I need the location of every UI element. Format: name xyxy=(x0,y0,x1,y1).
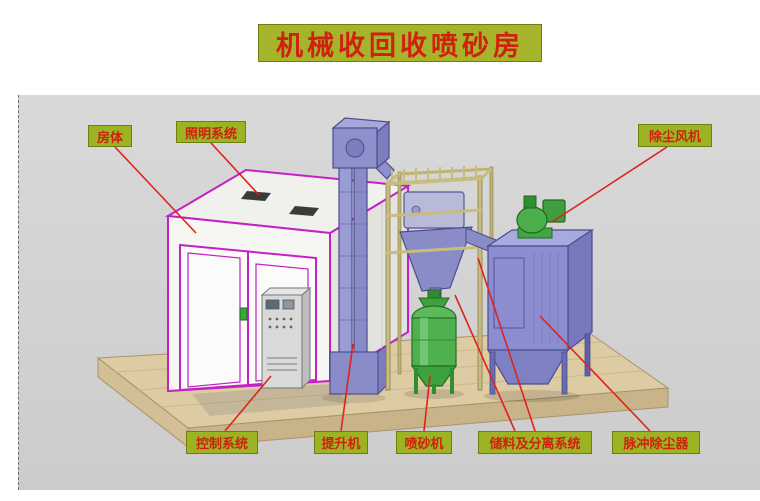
label-room-body: 房体 xyxy=(88,125,132,147)
label-blast-machine: 喷砂机 xyxy=(396,431,452,454)
label-lighting-system: 照明系统 xyxy=(176,121,246,143)
label-dust-fan: 除尘风机 xyxy=(638,124,712,147)
label-bucket-elevator: 提升机 xyxy=(314,431,368,454)
diagram-title: 机械收回收喷砂房 xyxy=(258,24,542,62)
label-control-system: 控制系统 xyxy=(186,431,258,454)
label-storage-separation-system: 储料及分离系统 xyxy=(478,431,592,454)
label-pulse-dust-collector: 脉冲除尘器 xyxy=(612,431,700,454)
